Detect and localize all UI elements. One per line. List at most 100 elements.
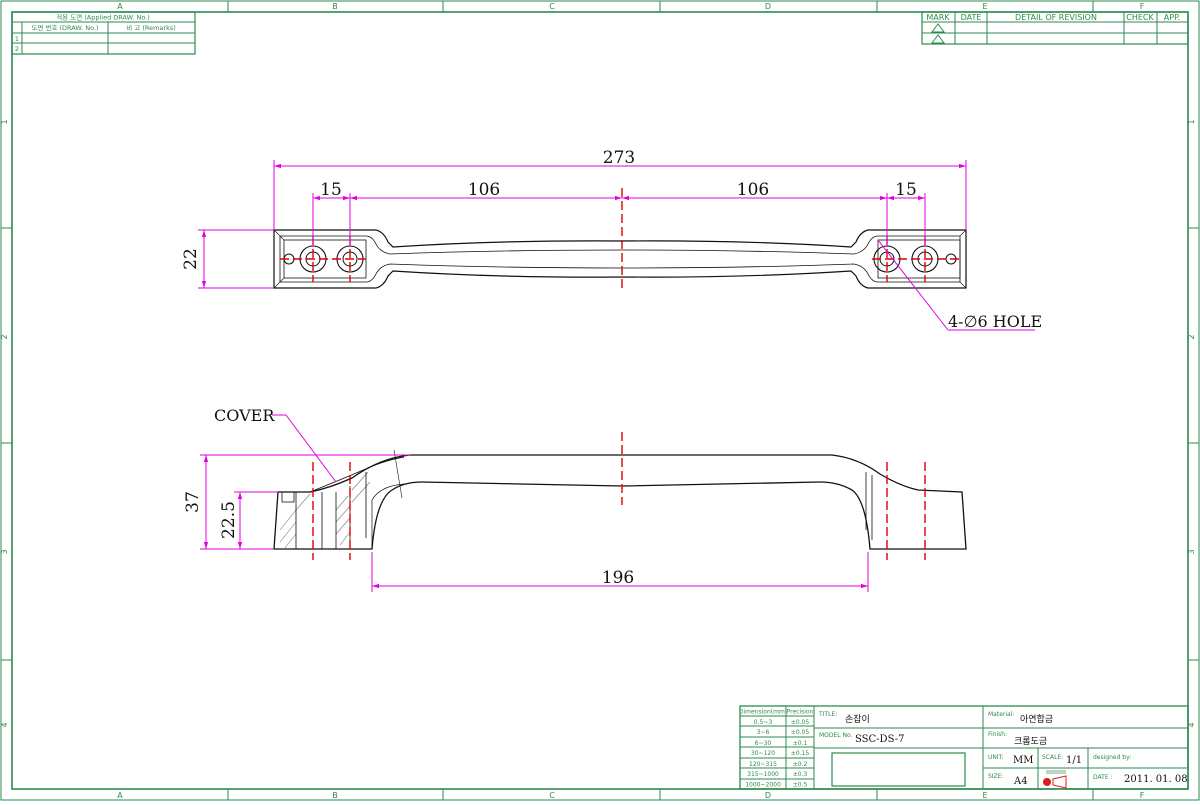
zone-row-labels-right: 1 2 3 4	[1187, 119, 1196, 727]
revision-header-detail: DETAIL OF REVISION	[1015, 13, 1097, 22]
zone-label-d: D	[765, 2, 771, 11]
revision-header-date: DATE	[961, 13, 982, 22]
tol-range: 30~120	[751, 750, 775, 757]
zone-label-a-bottom: A	[117, 791, 123, 800]
revision-header-mark: MARK	[926, 13, 950, 22]
model-value: SSC-DS-7	[855, 734, 905, 745]
note-cover: COVER	[214, 406, 275, 425]
finish-value: 크롬도금	[1014, 736, 1047, 747]
zone-label-f: F	[1140, 2, 1145, 11]
dim-span-196: 196	[602, 568, 634, 588]
applied-table-title: 적용 도면 (Applied DRAW. No.)	[56, 13, 150, 22]
tol-value: ±0.15	[791, 750, 810, 757]
date-value: 2011. 01. 08	[1124, 774, 1188, 785]
tol-range: 3~6	[757, 729, 770, 736]
section-detail	[281, 472, 873, 549]
note-hole: 4-∅6 HOLE	[948, 312, 1042, 331]
zone-row-3-left: 3	[0, 549, 9, 554]
side-view-outline	[273, 454, 967, 550]
title-label: TITLE:	[818, 711, 837, 718]
applied-drawing-table: 적용 도면 (Applied DRAW. No.) 도면 번호 (DRAW. N…	[11, 11, 196, 55]
material-value: 아연합금	[1020, 714, 1053, 725]
dim-overall-273: 273	[603, 148, 635, 168]
tol-header-precision: Precision	[787, 709, 814, 716]
zone-row-2-left: 2	[0, 334, 9, 339]
tol-value: ±0.5	[793, 782, 808, 789]
zone-row-3-right: 3	[1187, 549, 1196, 554]
zone-column-labels-bottom: A B C D E F	[117, 791, 1144, 800]
revision-header-check: CHECK	[1126, 13, 1154, 22]
company-logo	[1043, 770, 1067, 789]
zone-label-d-bottom: D	[765, 791, 771, 800]
zone-label-a: A	[117, 2, 123, 11]
zone-row-1-right: 1	[1187, 119, 1196, 124]
revision-header-app: APP.	[1164, 13, 1180, 22]
top-view-centerlines	[280, 188, 960, 292]
section-hatch	[279, 471, 371, 550]
size-value: A4	[1013, 776, 1028, 787]
unit-label: UNIT:	[988, 754, 1004, 761]
revision-triangle-icon	[931, 34, 945, 44]
tol-value: ±0.1	[793, 740, 808, 747]
finish-label: Finish:	[988, 731, 1007, 738]
zone-label-c-bottom: C	[549, 791, 555, 800]
zone-label-e-bottom: E	[982, 791, 987, 800]
applied-table-row-2: 2	[15, 45, 19, 53]
zone-label-e: E	[982, 2, 987, 11]
dim-left-106: 106	[468, 180, 500, 200]
title-block: Dimension(mm) Precision 0.5~3 ±0.05 3~6 …	[739, 705, 1189, 790]
tol-value: ±0.2	[793, 761, 808, 768]
side-view-dimensions: 37 22.5 196 COVER	[183, 406, 869, 592]
zone-label-b: B	[332, 2, 338, 11]
side-view-centerlines	[312, 432, 926, 560]
zone-row-2-right: 2	[1187, 334, 1196, 339]
applied-table-row-1: 1	[15, 35, 19, 43]
scale-value: 1/1	[1066, 755, 1082, 766]
tol-range: 120~315	[749, 761, 777, 768]
zone-label-c: C	[549, 2, 555, 11]
applied-table-col-drawno: 도면 번호 (DRAW. No.)	[31, 23, 98, 32]
unit-value: MM	[1013, 755, 1033, 766]
top-view-dimensions: 273 15 106 106 15 22 4-∅6 HOLE	[181, 148, 1042, 331]
top-view-bevel	[279, 235, 961, 283]
drawing-number-box	[831, 752, 966, 787]
zone-label-b-bottom: B	[332, 791, 338, 800]
tol-value: ±0.05	[791, 719, 810, 726]
tol-range: 6~30	[755, 740, 772, 747]
dim-height-37: 37	[183, 491, 203, 513]
zone-row-1-left: 1	[0, 119, 9, 124]
zone-row-4-left: 4	[0, 722, 9, 727]
tol-range: 1000~2000	[745, 782, 781, 789]
zone-column-labels-top: A B C D E F	[117, 2, 1144, 11]
tol-value: ±0.05	[791, 729, 810, 736]
tol-header-range: Dimension(mm)	[739, 709, 787, 716]
top-view-outline	[273, 229, 967, 289]
dim-right-15: 15	[895, 180, 917, 200]
zone-row-labels-left: 1 2 3 4	[0, 119, 9, 727]
tol-range: 0.5~3	[754, 719, 773, 726]
designed-by-label: designed by:	[1093, 754, 1131, 761]
title-value: 손잡이	[845, 713, 870, 725]
revision-table: MARK DATE DETAIL OF REVISION CHECK APP.	[921, 11, 1189, 45]
revision-triangle-icon	[931, 23, 945, 33]
tol-value: ±0.3	[793, 771, 808, 778]
dim-width-22: 22	[181, 248, 201, 270]
dim-height-22-5: 22.5	[219, 501, 239, 539]
applied-table-col-remarks: 비 고 (Remarks)	[126, 23, 176, 32]
material-label: Material:	[988, 711, 1014, 718]
side-view	[273, 432, 967, 560]
size-label: SIZE:	[988, 773, 1004, 780]
model-label: MODEL No.	[819, 732, 853, 739]
zone-row-4-right: 4	[1187, 722, 1196, 727]
dim-right-106: 106	[737, 180, 769, 200]
scale-label: SCALE:	[1042, 754, 1063, 761]
zone-label-f-bottom: F	[1140, 791, 1145, 800]
dim-left-15: 15	[320, 180, 342, 200]
date-label: DATE :	[1093, 774, 1113, 781]
tol-range: 315~1000	[747, 771, 779, 778]
top-view	[273, 188, 967, 292]
tolerance-rows: 0.5~3 ±0.05 3~6 ±0.05 6~30 ±0.1 30~120 ±…	[745, 719, 809, 789]
